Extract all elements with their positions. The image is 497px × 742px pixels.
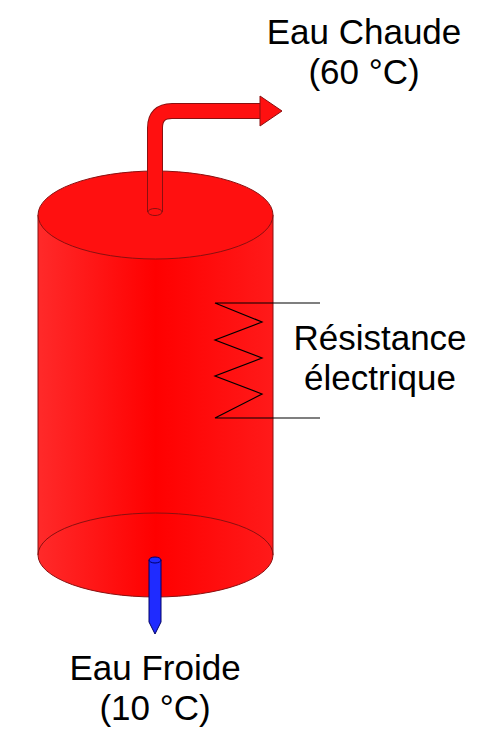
hot-water-pipe [148, 96, 282, 216]
inlet-label: Eau Froide (10 °C) [45, 648, 265, 728]
tank [38, 171, 273, 597]
outlet-label: Eau Chaude (60 °C) [254, 12, 474, 92]
element-label: Résistance électrique [270, 318, 490, 398]
cold-water-pipe [149, 557, 161, 634]
